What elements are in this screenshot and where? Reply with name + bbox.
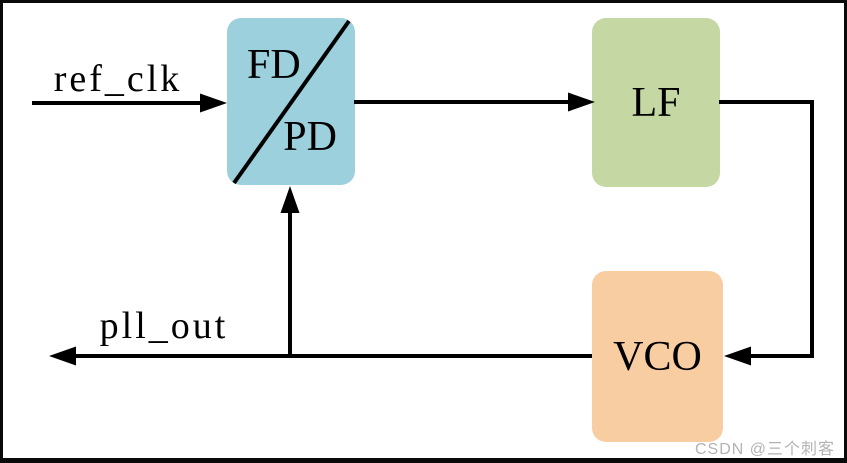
node-vco: VCO <box>592 271 723 442</box>
lf-label: LF <box>631 79 681 126</box>
node-fd-pd: FD PD <box>227 18 355 185</box>
lf-to-vco-connector <box>719 100 814 366</box>
vco-to-output-arrow <box>49 346 592 366</box>
fd-label: FD <box>247 42 301 88</box>
feedback-arrow <box>280 186 300 356</box>
node-lf: LF <box>592 18 720 187</box>
watermark: CSDN @三个刺客 <box>694 441 835 458</box>
pd-label: PD <box>283 114 337 160</box>
vco-label: VCO <box>613 333 702 380</box>
output-signal-label: pll_out <box>99 305 229 347</box>
input-signal-label: ref_clk <box>53 58 183 100</box>
fdpd-to-lf-arrow <box>354 92 595 112</box>
